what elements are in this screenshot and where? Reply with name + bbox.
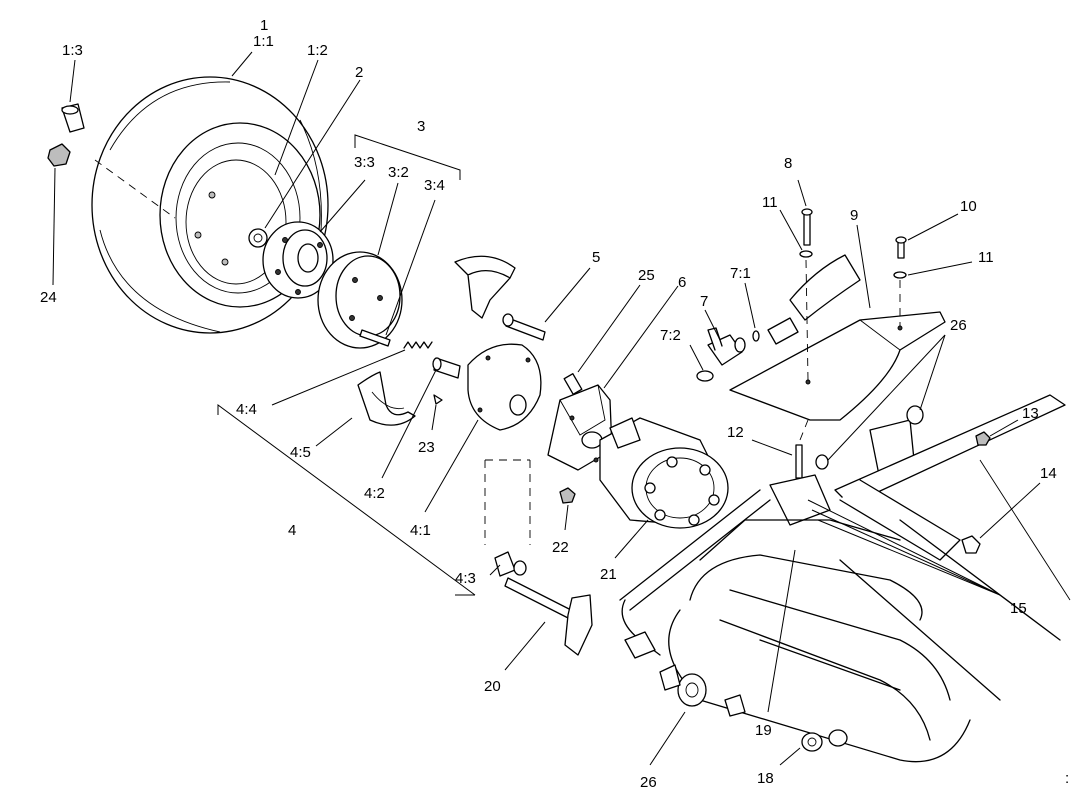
hydraulic-hose	[767, 254, 861, 345]
callout-4-3: 4:3	[455, 570, 476, 587]
brake-lever-arm	[494, 551, 593, 656]
brake-drum	[317, 251, 403, 349]
callout-8: 8	[784, 155, 792, 172]
callout-4-2: 4:2	[364, 485, 385, 502]
callout-11a: 11	[762, 194, 778, 211]
callout-18: 18	[757, 770, 774, 787]
callout-3-2: 3:2	[388, 164, 409, 181]
callout-24: 24	[40, 289, 57, 306]
callout-7: 7	[700, 293, 708, 310]
clamp-26a	[906, 405, 924, 425]
wheel-nut-icon	[248, 228, 268, 248]
callout-7-1: 7:1	[730, 265, 751, 282]
callout-1-2: 1:2	[307, 42, 328, 59]
o-ring-7-2	[696, 370, 714, 382]
callout-21: 21	[600, 566, 617, 583]
brake-shoe-upper	[454, 255, 516, 319]
backing-plate	[467, 343, 542, 431]
callout-26b: 26	[640, 774, 657, 791]
bolt-10	[893, 236, 907, 279]
brake-cable	[621, 599, 746, 717]
callout-13: 13	[1022, 405, 1039, 422]
bolt-12	[795, 444, 803, 479]
callout-3-3: 3:3	[354, 154, 375, 171]
woodruff-key	[563, 373, 583, 395]
hydraulic-fitting	[707, 327, 746, 366]
brake-shoe-lower	[357, 371, 416, 426]
callout-1-3: 1:3	[62, 42, 83, 59]
callout-4-5: 4:5	[290, 444, 311, 461]
bolt-8	[799, 208, 813, 258]
callout-3: 3	[417, 118, 425, 135]
lug-nut-24	[47, 143, 71, 167]
nut-22	[559, 487, 576, 504]
callout-26a: 26	[950, 317, 967, 334]
clamp-26b	[815, 454, 829, 470]
callout-14: 14	[1040, 465, 1057, 482]
callout-9: 9	[850, 207, 858, 224]
motor-shield	[729, 311, 946, 421]
callout-4-1: 4:1	[410, 522, 431, 539]
callout-4: 4	[288, 522, 296, 539]
callout-15: 15	[1010, 600, 1027, 617]
o-ring-7-1	[752, 330, 760, 342]
bushing-18	[801, 729, 848, 752]
mower-frame	[619, 394, 1071, 763]
callout-5: 5	[592, 249, 600, 266]
drum-bolt	[359, 329, 391, 347]
leader-lines	[52, 51, 1041, 766]
callout-12: 12	[727, 424, 744, 441]
nut-14	[961, 535, 981, 554]
callout-2: 2	[355, 64, 363, 81]
callout-23: 23	[418, 439, 435, 456]
callout-22: 22	[552, 539, 569, 556]
callout-11b: 11	[978, 249, 994, 266]
callout-7-2: 7:2	[660, 327, 681, 344]
callout-3-4: 3:4	[424, 177, 445, 194]
screw-23	[433, 394, 443, 405]
callout-6: 6	[678, 274, 686, 291]
hydraulic-motor	[599, 417, 729, 529]
brake-cam	[432, 357, 461, 379]
callout-labels: 1 1:1 1:2 1:3 2 3 3:3 3:2 3:4 24 5 25 6 …	[40, 17, 1069, 791]
callout-10: 10	[960, 198, 977, 215]
callout-1: 1	[260, 17, 268, 34]
callout-4-4: 4:4	[236, 401, 257, 418]
wheel-hub	[262, 221, 334, 299]
valve-stem	[61, 103, 85, 133]
callout-19: 19	[755, 722, 772, 739]
callout-1-1: 1:1	[253, 33, 274, 50]
brake-spring	[403, 341, 433, 349]
callout-25: 25	[638, 267, 655, 284]
corner-mark: :	[1065, 770, 1069, 787]
bolt-5	[502, 313, 546, 341]
callout-20: 20	[484, 678, 501, 695]
nut-13	[975, 431, 991, 446]
